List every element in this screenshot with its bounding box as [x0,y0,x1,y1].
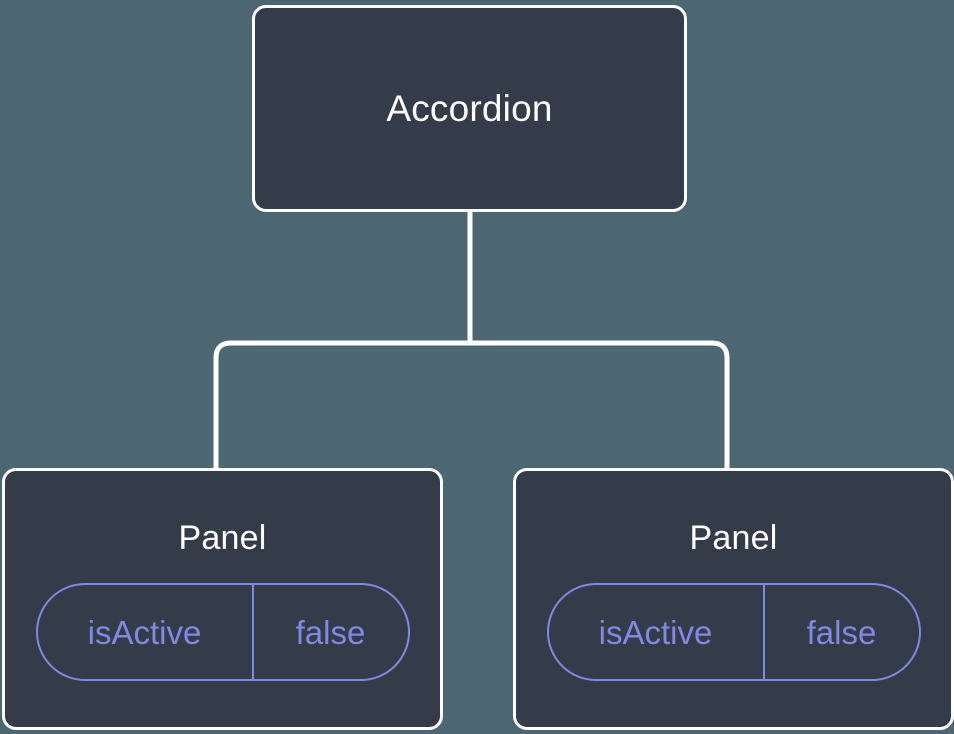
node-panel-left-label: Panel [178,519,267,557]
node-panel-left[interactable]: Panel isActive false [2,468,443,730]
node-accordion[interactable]: Accordion [252,5,687,212]
prop-badge-right-value: false [762,585,919,679]
prop-badge-right[interactable]: isActive false [546,583,921,681]
node-panel-right-label: Panel [689,519,778,557]
connector-branch-left [213,340,470,470]
node-panel-right[interactable]: Panel isActive false [513,468,954,730]
prop-badge-left-value: false [251,585,408,679]
prop-badge-right-key: isActive [598,613,713,651]
prop-badge-left[interactable]: isActive false [35,583,410,681]
prop-badge-left-key: isActive [87,613,202,651]
node-accordion-label: Accordion [386,88,553,129]
connector-branch-right [470,340,730,470]
